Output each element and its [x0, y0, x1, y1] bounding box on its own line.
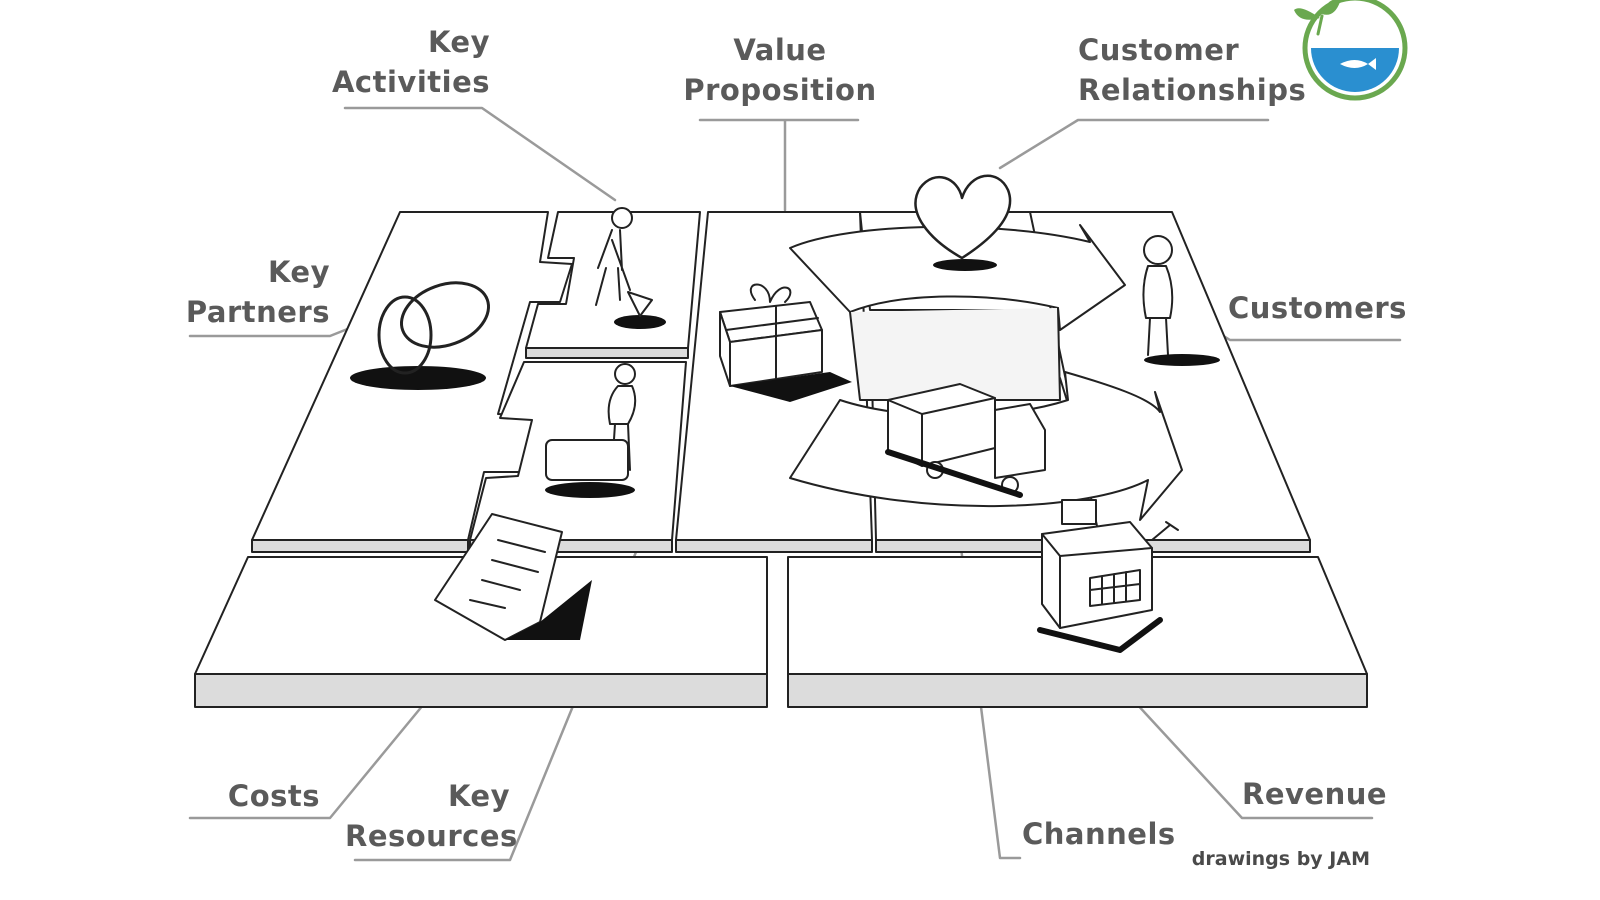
- rings-icon: [350, 281, 491, 390]
- cash-register-icon: [1037, 499, 1179, 653]
- label-key-partners-line1: Key: [267, 255, 330, 289]
- leader-value-proposition: [698, 118, 860, 212]
- label-channels: Channels: [1022, 814, 1202, 854]
- digging-person-icon: [595, 207, 666, 329]
- label-value-proposition-line1: Value: [733, 33, 827, 67]
- label-key-activities: Key Activities: [330, 22, 490, 102]
- drawings-credit: drawings by JAM: [1191, 848, 1370, 870]
- key-activities-block: [525, 211, 701, 359]
- label-revenue-text: Revenue: [1242, 777, 1388, 811]
- label-customers: Customers: [1228, 288, 1418, 328]
- leader-customer-relationships: [998, 118, 1270, 170]
- top-flow-arrow: [789, 224, 1126, 331]
- label-key-activities-line2: Activities: [331, 65, 490, 99]
- label-customer-relationships-line2: Relationships: [1078, 73, 1307, 107]
- receipt-icon: [434, 513, 592, 641]
- truck-icon: [885, 383, 1046, 498]
- label-key-partners: Key Partners: [180, 252, 330, 332]
- leader-revenue: [1120, 686, 1374, 820]
- gift-icon: [719, 283, 852, 402]
- label-channels-text: Channels: [1022, 817, 1176, 851]
- logo-icon: [1294, 0, 1408, 101]
- label-costs-text: Costs: [227, 779, 320, 813]
- label-customers-text: Customers: [1228, 291, 1407, 325]
- label-key-resources-line2: Resources: [345, 819, 518, 853]
- leader-lines: [188, 106, 1402, 862]
- label-customer-relationships: Customer Relationships: [1078, 30, 1307, 110]
- label-key-resources-line1: Key: [447, 779, 510, 813]
- label-key-activities-line1: Key: [427, 25, 490, 59]
- leader-key-activities: [343, 106, 617, 202]
- label-key-partners-line2: Partners: [185, 295, 330, 329]
- label-customer-relationships-line1: Customer: [1078, 33, 1240, 67]
- label-key-resources: Key Resources: [345, 776, 518, 856]
- person-with-desk-icon: [545, 363, 637, 498]
- heart-icon: [914, 174, 1012, 271]
- label-value-proposition-line2: Proposition: [683, 73, 877, 107]
- label-revenue: Revenue: [1242, 774, 1402, 814]
- label-costs: Costs: [200, 776, 320, 816]
- standing-person-icon: [1142, 235, 1220, 366]
- label-value-proposition: Value Proposition: [680, 30, 880, 110]
